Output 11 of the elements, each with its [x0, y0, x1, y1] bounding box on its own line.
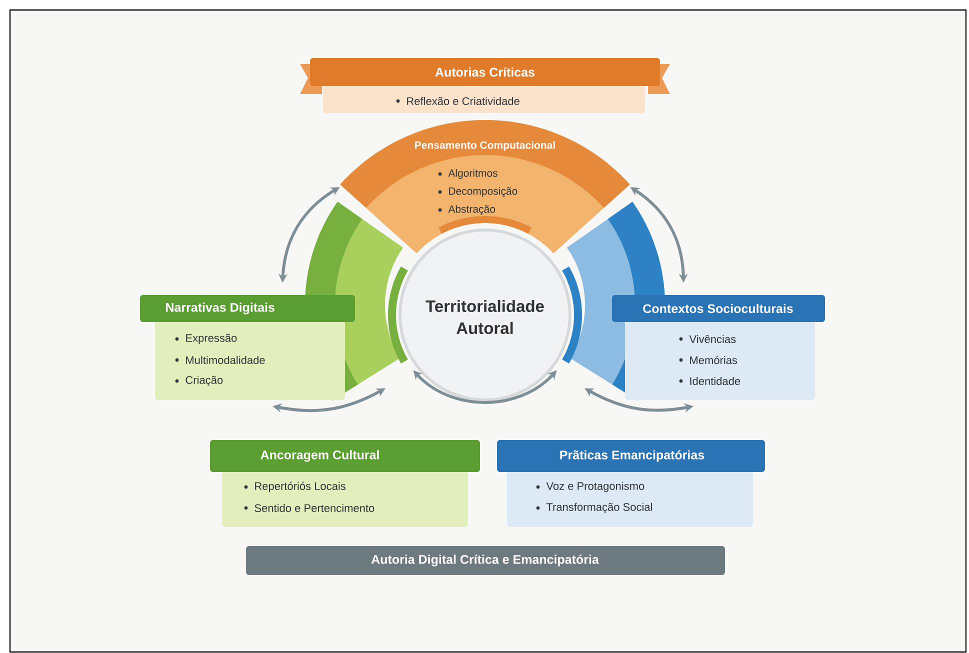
bullet-list: Vivências Memórias Identidade: [625, 318, 815, 400]
title-ribbon: Autorias Críticas: [300, 58, 670, 94]
title-ribbon: Ancoragem Cultural: [210, 440, 480, 472]
title-ribbon: Narrativas Digitais: [140, 295, 355, 322]
bullet-list: Voz e Protagonismo Transformação Social: [507, 468, 753, 527]
bullet-list: Repertóriós Locais Sentido e Pertencimento: [222, 468, 468, 527]
title-ribbon: Prãticas Emancipatórias: [497, 440, 765, 472]
bullet-list: Expressão Multimodalidade Criação: [155, 318, 345, 400]
title-ribbon: Contextos Socioculturais: [612, 295, 825, 322]
title-ribbon: Autoria Digital Crítica e Emancipatória: [246, 546, 725, 575]
sector-band: Pensamento Computacional Algoritmos Decomposição Abstração: [340, 120, 630, 254]
